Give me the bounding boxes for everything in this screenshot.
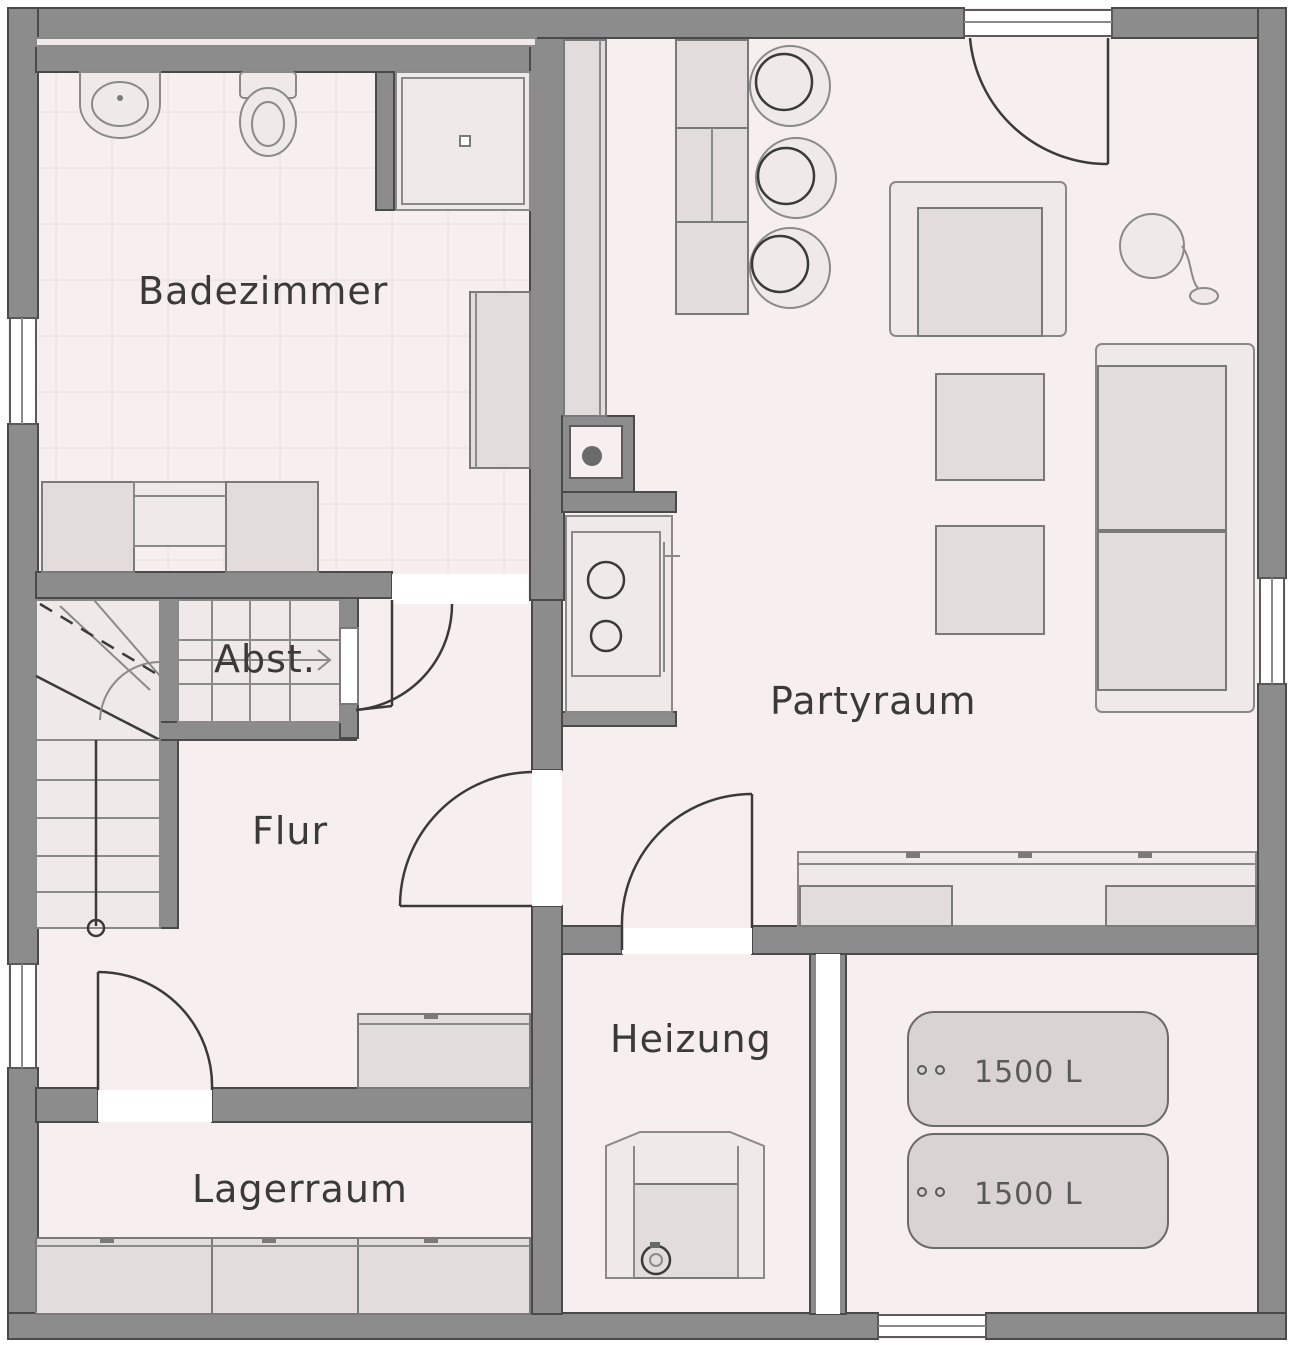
room-label-abst: Abst. bbox=[214, 637, 316, 681]
boiler bbox=[605, 1131, 765, 1279]
bathroom-fixtures bbox=[41, 71, 531, 573]
room-label-badezimmer: Badezimmer bbox=[138, 269, 388, 313]
room-label-partyraum: Partyraum bbox=[770, 679, 977, 723]
storage-cabinets bbox=[35, 1013, 531, 1315]
oil-tanks: 1500 L 1500 L bbox=[907, 1011, 1169, 1249]
doors bbox=[96, 37, 1110, 1122]
room-label-heizung: Heizung bbox=[610, 1017, 772, 1061]
tank-room-partition-gap bbox=[816, 954, 840, 1314]
oil-tank-1 bbox=[907, 1011, 1169, 1127]
partyraum-furniture bbox=[563, 39, 1257, 927]
room-label-lagerraum: Lagerraum bbox=[192, 1167, 408, 1211]
room-label-flur: Flur bbox=[252, 809, 328, 853]
oil-tank-1-label: 1500 L bbox=[974, 1055, 1083, 1090]
oil-tank-2-label: 1500 L bbox=[974, 1177, 1083, 1212]
oil-tank-2 bbox=[907, 1133, 1169, 1249]
stairs bbox=[35, 599, 161, 938]
abstellraum-shelves bbox=[177, 599, 359, 723]
windows bbox=[9, 9, 1285, 1338]
